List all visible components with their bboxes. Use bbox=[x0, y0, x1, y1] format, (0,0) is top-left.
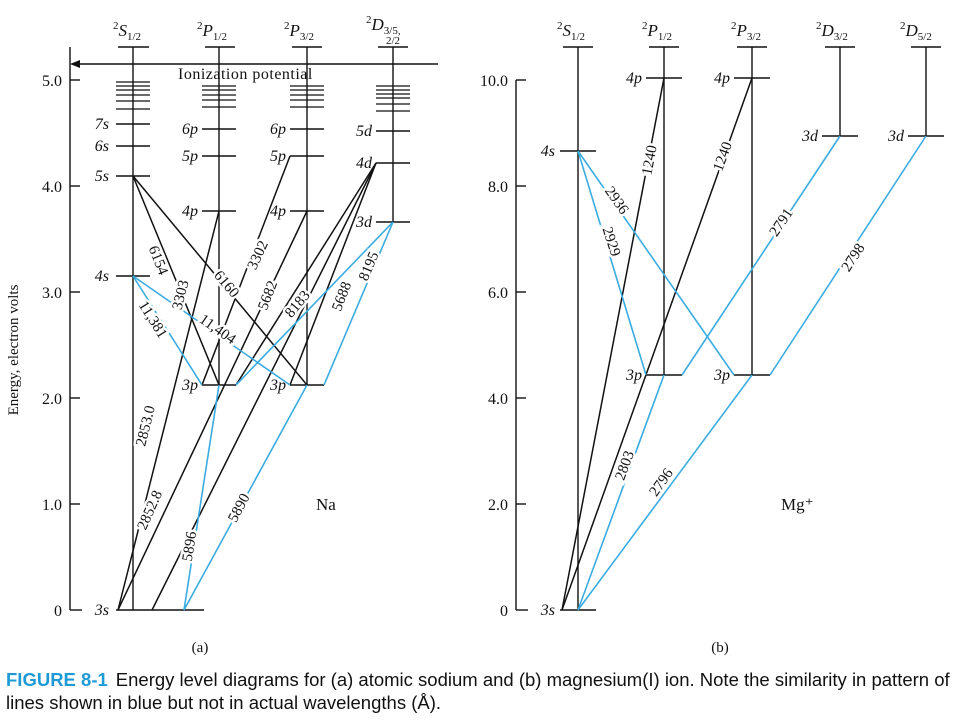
column-lines-a bbox=[118, 46, 408, 610]
panel-tag-a: (a) bbox=[192, 640, 209, 656]
y-tick-labels-a: 0 1.0 2.0 3.0 4.0 5.0 bbox=[42, 73, 62, 620]
level-label-5d: 5d bbox=[356, 123, 373, 140]
wavelength-8183: 8183 bbox=[282, 288, 314, 321]
level-label-4p: 4p bbox=[714, 70, 730, 87]
level-label-4p: 4p bbox=[182, 203, 198, 220]
level-label-3s: 3s bbox=[540, 602, 555, 619]
term-symbol-2d52: 2D5/2 bbox=[900, 20, 932, 43]
y-tick-label: 4.0 bbox=[42, 179, 62, 196]
level-label-6s: 6s bbox=[95, 138, 109, 155]
y-tick-label: 0 bbox=[54, 603, 62, 620]
level-labels-b: 3s 4s 4p 3p 4p 3p 3d 3d bbox=[540, 70, 905, 619]
column-headers-b: 2S1/2 2P1/2 2P3/2 2D3/2 2D5/2 bbox=[557, 20, 932, 43]
level-label-5p: 5p bbox=[182, 148, 198, 165]
y-tick-label: 5.0 bbox=[42, 73, 62, 90]
wavelength-6160: 6160 bbox=[210, 268, 242, 301]
term-symbol-2p32: 2P3/2 bbox=[731, 20, 761, 43]
level-label-7s: 7s bbox=[95, 116, 109, 133]
term-symbol-2p32: 2P3/2 bbox=[284, 20, 314, 43]
term-symbol-2p12: 2P1/2 bbox=[197, 20, 227, 43]
level-label-3p: 3p bbox=[625, 367, 642, 384]
level-label-4s: 4s bbox=[95, 268, 109, 285]
level-label-3s: 3s bbox=[94, 602, 109, 619]
level-labels-a: 7s 6s 5s 4s 3s 6p 5p 4p 3p 6p 5p 4p 3p 5… bbox=[94, 116, 373, 619]
column-headers-a: 2S1/2 2P1/2 2P3/2 2D3/5, 2/2 bbox=[113, 14, 401, 47]
panel-a: 0 1.0 2.0 3.0 4.0 5.0 Energy, electron v… bbox=[6, 14, 438, 656]
y-tick-label: 8.0 bbox=[488, 179, 508, 196]
wavelength-8195: 8195 bbox=[356, 250, 382, 284]
wavelength-5890: 5890 bbox=[225, 491, 253, 525]
wavelength-2929: 2929 bbox=[599, 225, 623, 258]
panel-b: 0 2.0 4.0 6.0 8.0 10.0 2S1/2 2P1/2 2P3/2… bbox=[480, 20, 944, 656]
wavelength-5682: 5682 bbox=[255, 279, 281, 313]
level-label-4s: 4s bbox=[541, 143, 555, 160]
column-lines-b bbox=[563, 46, 941, 610]
level-label-4p: 4p bbox=[626, 70, 642, 87]
wavelength-2798: 2798 bbox=[839, 241, 869, 275]
wavelength-5896: 5896 bbox=[180, 530, 201, 563]
energy-level-diagram: 0 1.0 2.0 3.0 4.0 5.0 Energy, electron v… bbox=[6, 14, 944, 656]
level-label-3d: 3d bbox=[801, 128, 819, 145]
wavelength-2936: 2936 bbox=[601, 184, 632, 218]
caption-text: Energy level diagrams for (a) atomic sod… bbox=[6, 669, 950, 713]
transitions-black-a bbox=[117, 155, 377, 611]
level-label-6p: 6p bbox=[182, 121, 198, 138]
level-label-6p: 6p bbox=[270, 121, 286, 138]
figure-label: FIGURE 8-1 bbox=[6, 669, 108, 690]
y-axis-b bbox=[515, 79, 528, 611]
y-tick-label: 4.0 bbox=[488, 391, 508, 408]
y-tick-label: 6.0 bbox=[488, 285, 508, 302]
wavelength-2803: 2803 bbox=[613, 449, 638, 483]
term-symbol-2s12: 2S1/2 bbox=[557, 20, 585, 43]
level-cluster-a bbox=[116, 81, 410, 112]
wavelength-3303: 3303 bbox=[170, 279, 193, 312]
y-tick-label: 10.0 bbox=[480, 73, 508, 90]
y-tick-label: 2.0 bbox=[42, 391, 62, 408]
y-tick-labels-b: 0 2.0 4.0 6.0 8.0 10.0 bbox=[480, 73, 508, 620]
level-label-3p: 3p bbox=[713, 367, 730, 384]
y-tick-label: 0 bbox=[500, 603, 508, 620]
ionization-label: Ionization potential bbox=[178, 66, 313, 83]
panel-tag-b: (b) bbox=[711, 640, 729, 656]
level-label-3p: 3p bbox=[181, 377, 198, 394]
term-symbol-2s12: 2S1/2 bbox=[113, 20, 141, 43]
wavelength-3302: 3302 bbox=[245, 238, 272, 272]
wavelength-2853-0: 2853.0 bbox=[133, 404, 159, 448]
element-label-mg-ion: Mg⁺ bbox=[781, 495, 814, 514]
term-symbol-2d32: 2D3/2 bbox=[816, 20, 848, 43]
term-symbol-2d: 2D3/5, bbox=[366, 14, 401, 37]
wavelength-2852-8: 2852.8 bbox=[135, 488, 166, 532]
term-symbol-2d-subscript: 2/2 bbox=[386, 35, 400, 47]
y-tick-label: 2.0 bbox=[488, 497, 508, 514]
transitions-black-b bbox=[561, 77, 753, 611]
level-label-3d: 3d bbox=[887, 128, 905, 145]
wavelength-1240: 1240 bbox=[711, 140, 736, 174]
wavelength-1240: 1240 bbox=[639, 144, 660, 177]
transitions-blue-b bbox=[577, 135, 927, 611]
wavelength-6154: 6154 bbox=[145, 244, 171, 278]
wavelength-2791: 2791 bbox=[767, 206, 797, 240]
ionization-potential-line: Ionization potential bbox=[70, 60, 438, 83]
element-label-na: Na bbox=[316, 495, 336, 514]
wavelength-labels-b: 1240 1240 2936 2929 2791 2798 2803 2796 bbox=[596, 137, 871, 502]
y-axis-title: Energy, electron volts bbox=[6, 284, 22, 415]
level-label-5p: 5p bbox=[270, 148, 286, 165]
level-label-3d: 3d bbox=[355, 214, 373, 231]
term-symbol-2p12: 2P1/2 bbox=[642, 20, 672, 43]
y-tick-label: 3.0 bbox=[42, 285, 62, 302]
transitions-blue-a bbox=[132, 221, 394, 611]
y-axis-a bbox=[69, 47, 82, 611]
wavelength-11381: 11,381 bbox=[135, 298, 170, 341]
level-label-3p: 3p bbox=[269, 377, 286, 394]
level-label-5s: 5s bbox=[95, 168, 109, 185]
level-label-4d: 4d bbox=[356, 155, 373, 172]
level-label-4p: 4p bbox=[270, 203, 286, 220]
y-tick-label: 1.0 bbox=[42, 497, 62, 514]
